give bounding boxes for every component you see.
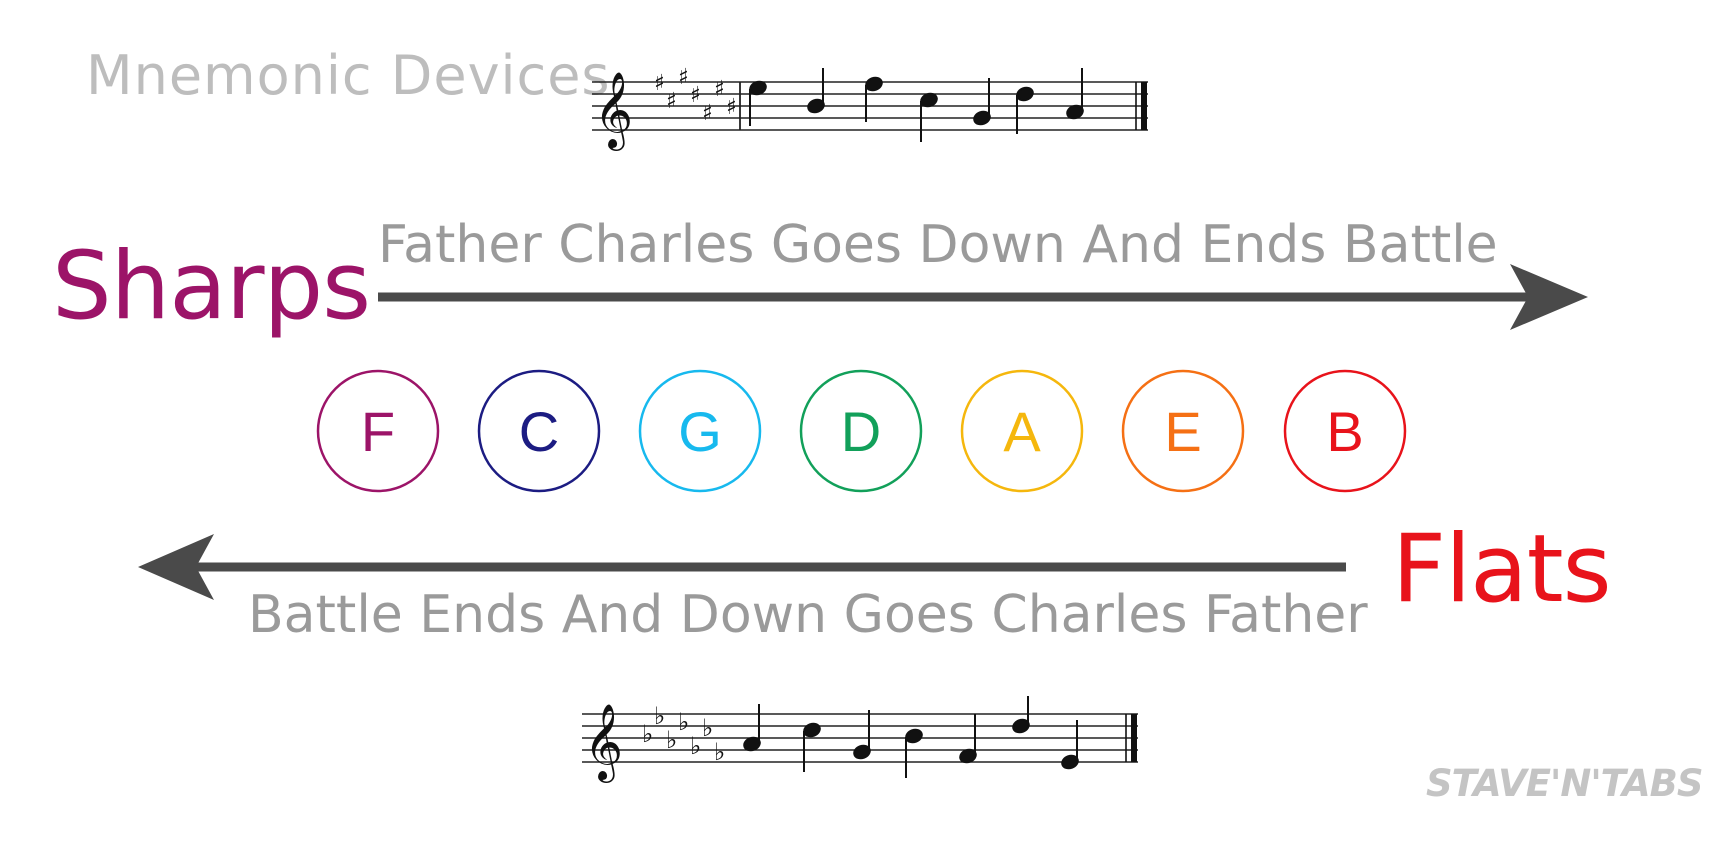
svg-text:♯: ♯ (666, 89, 677, 114)
note-letter-d: D (841, 400, 881, 463)
note-circle-f: F (316, 369, 440, 493)
flat-signs: ♭ ♭ ♭ ♭ ♭ ♭ ♭ (642, 702, 725, 766)
note-circle-e: E (1121, 369, 1245, 493)
svg-text:♭: ♭ (702, 714, 713, 742)
note-circle-c: C (477, 369, 601, 493)
sharps-note-sequence (749, 68, 1084, 142)
svg-text:♯: ♯ (726, 95, 737, 120)
note-letter-f: F (361, 400, 395, 463)
note-letter-g: G (678, 400, 722, 463)
note-letter-c: C (519, 400, 559, 463)
flats-note-sequence (743, 696, 1079, 778)
flats-staff-notation: 𝄞 ♭ ♭ ♭ ♭ ♭ ♭ ♭ (582, 696, 1138, 783)
note-letter-b: B (1326, 400, 1363, 463)
sharps-staff-notation: 𝄞 ♯ ♯ ♯ ♯ ♯ ♯ ♯ (592, 65, 1148, 151)
treble-clef-icon: 𝄞 (594, 71, 633, 151)
note-circle-a: A (960, 369, 1084, 493)
svg-text:♯: ♯ (714, 77, 725, 102)
svg-text:♯: ♯ (654, 71, 665, 96)
page-title: Mnemonic Devices (86, 44, 611, 107)
treble-clef-icon: 𝄞 (584, 703, 623, 783)
svg-text:♭: ♭ (642, 720, 653, 748)
note-letter-e: E (1164, 400, 1201, 463)
svg-text:♯: ♯ (678, 65, 689, 90)
svg-text:♭: ♭ (654, 702, 665, 730)
note-letter-a: A (1003, 400, 1041, 463)
right-arrow-icon (378, 264, 1588, 330)
svg-text:♭: ♭ (666, 726, 677, 754)
svg-text:♭: ♭ (678, 708, 689, 736)
flats-label: Flats (1392, 515, 1612, 624)
svg-text:♯: ♯ (702, 101, 713, 126)
sharps-label: Sharps (52, 232, 371, 341)
svg-text:♯: ♯ (690, 83, 701, 108)
svg-text:♭: ♭ (714, 738, 725, 766)
svg-text:♭: ♭ (690, 732, 701, 760)
sharps-mnemonic: Father Charles Goes Down And Ends Battle (378, 215, 1498, 275)
note-circle-g: G (638, 369, 762, 493)
note-circle-b: B (1283, 369, 1407, 493)
note-circle-d: D (799, 369, 923, 493)
brand-logo: STAVE'N'TABS (1426, 762, 1704, 805)
left-arrow-icon (138, 534, 1346, 600)
flats-mnemonic: Battle Ends And Down Goes Charles Father (248, 585, 1368, 645)
sharp-signs: ♯ ♯ ♯ ♯ ♯ ♯ ♯ (654, 65, 737, 126)
